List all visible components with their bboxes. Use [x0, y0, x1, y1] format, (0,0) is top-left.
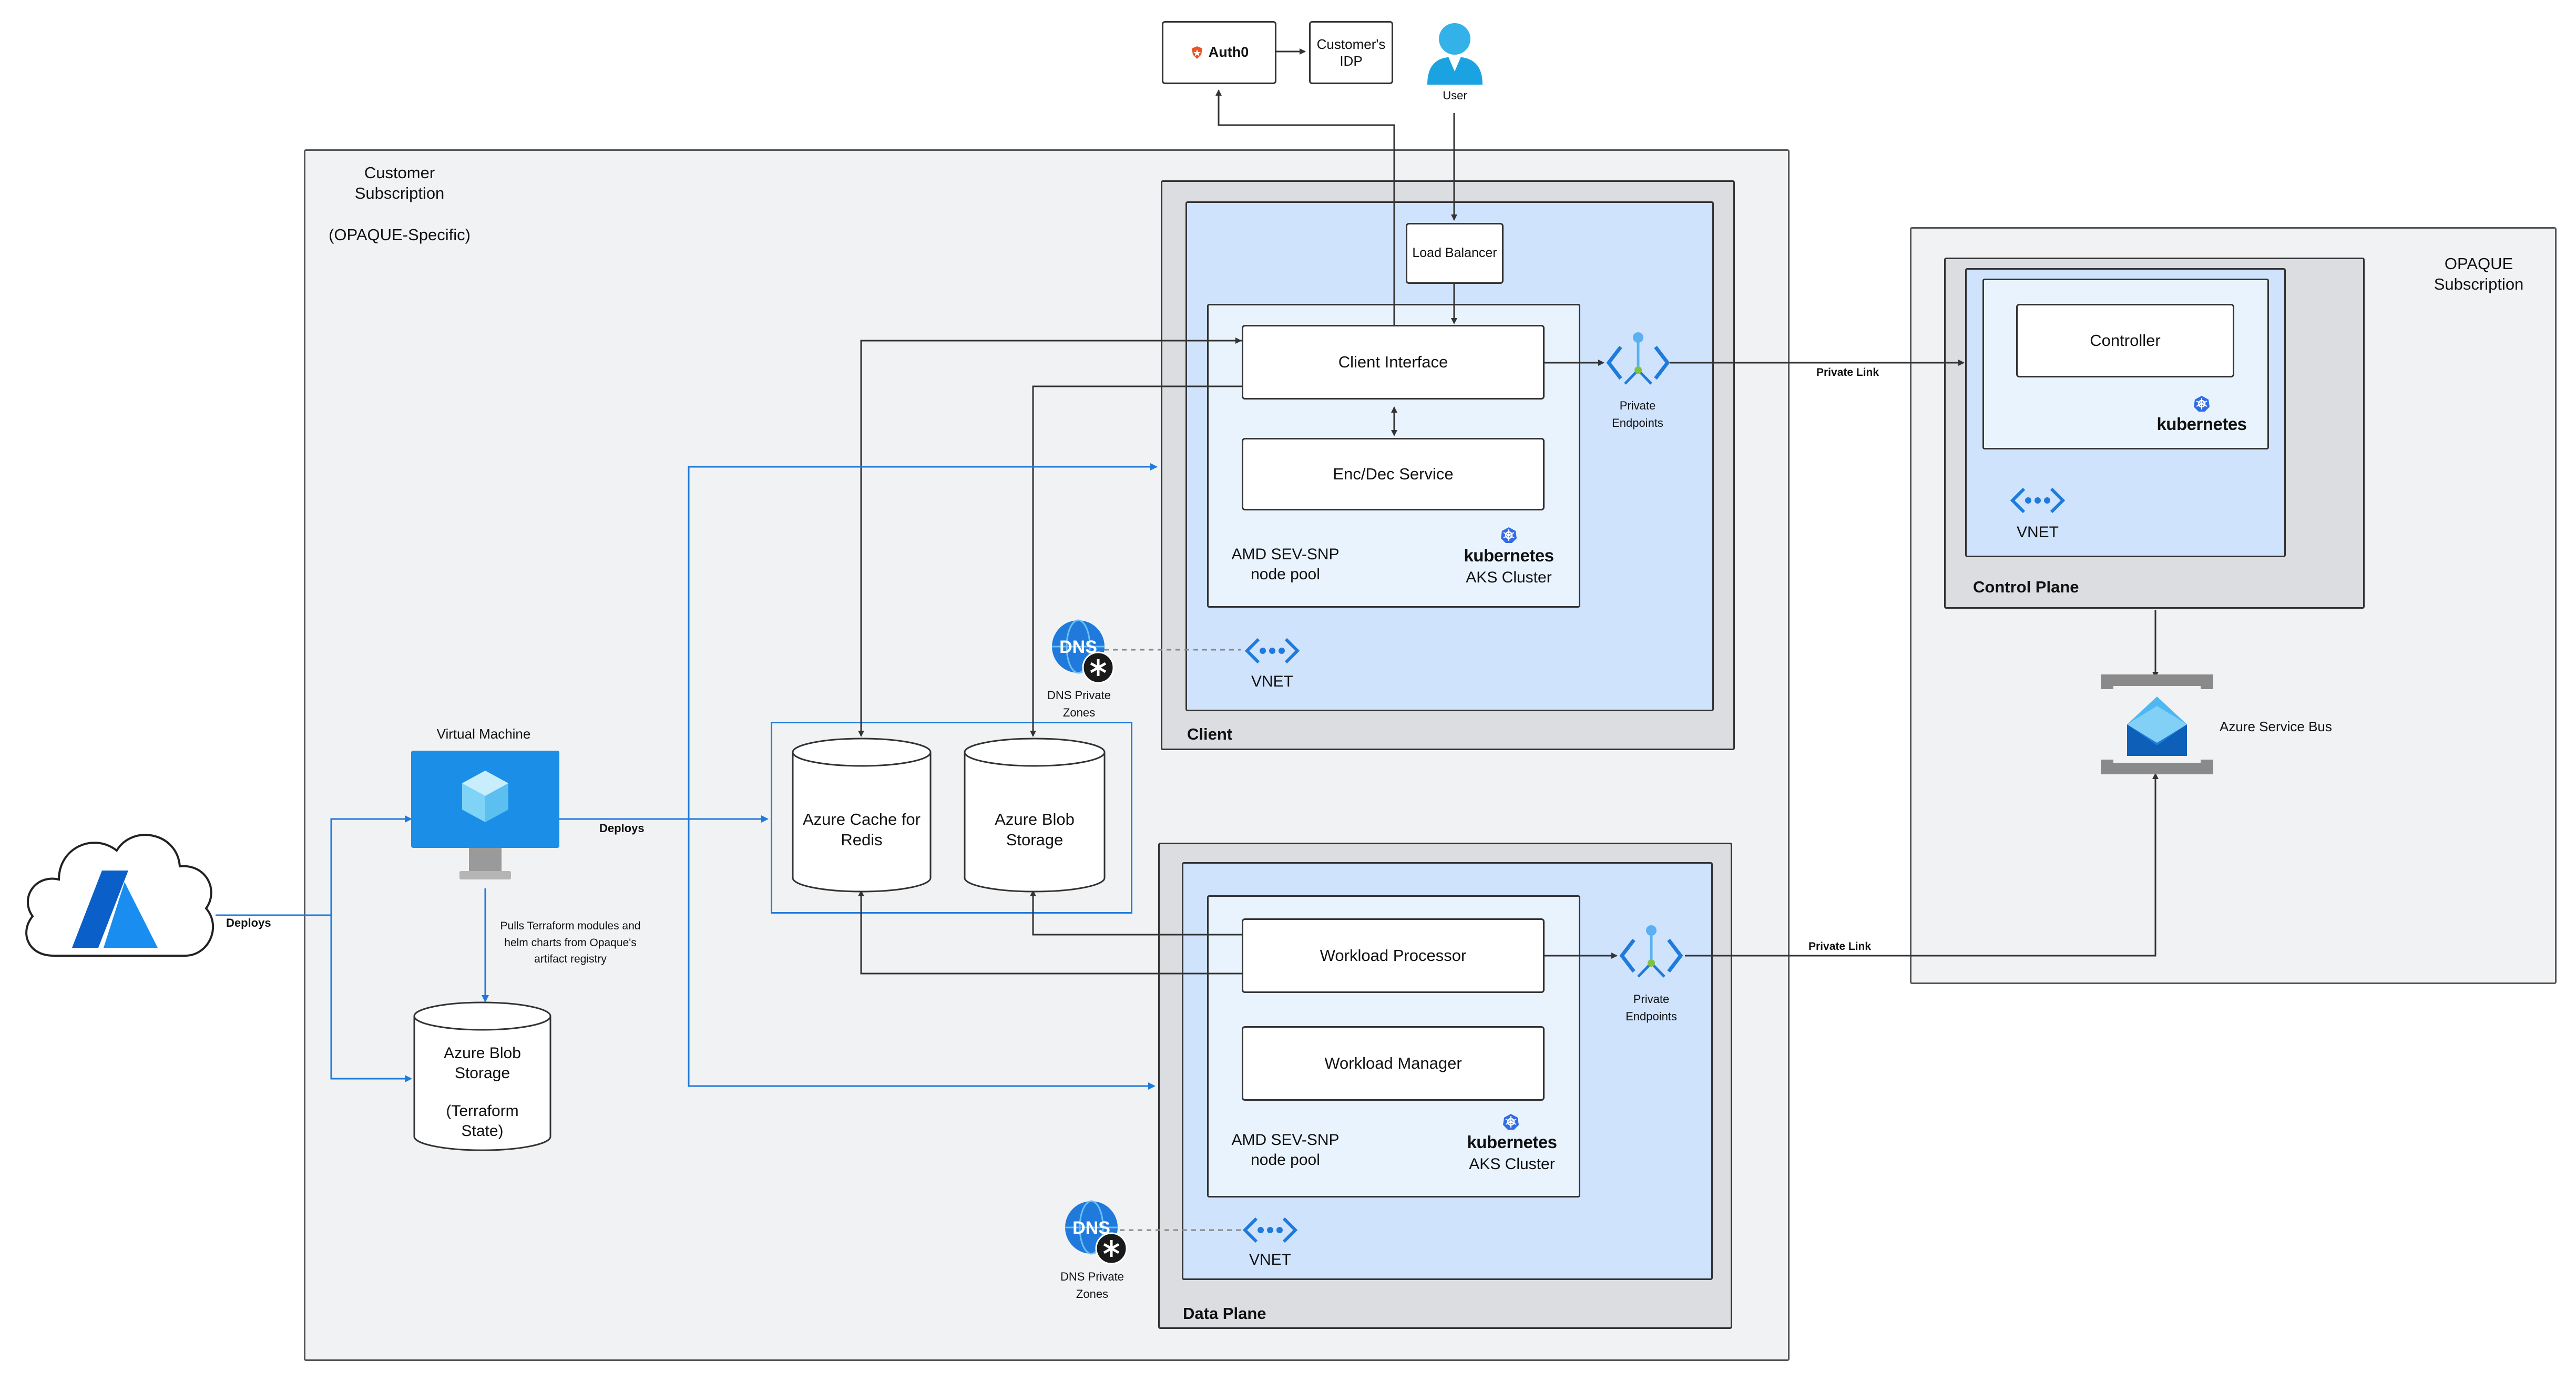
opaque-subscription-title: OPAQUE Subscription	[2434, 254, 2524, 293]
auth0-label: Auth0	[1208, 44, 1249, 60]
auth0-icon	[1190, 45, 1204, 60]
client-vnet-label: VNET	[1251, 673, 1293, 690]
deploys-vm-label: Deploys	[599, 822, 645, 835]
private-link-label-2: Private Link	[1808, 940, 1872, 953]
vnet-icon	[1244, 636, 1301, 666]
edge-private-link-2	[1685, 773, 2159, 957]
virtual-machine-icon[interactable]	[411, 751, 559, 885]
customer-subscription-title: Customer Subscription	[354, 163, 445, 202]
client-node-pool-label: AMD SEV-SNP node pool	[1231, 546, 1340, 583]
workload-processor-box[interactable]: Workload Processor	[1242, 918, 1545, 993]
edge-blob-client	[1030, 385, 1242, 737]
edge-vm-dataplane	[688, 819, 1156, 1090]
kubernetes-icon	[1502, 1113, 1519, 1130]
controller-box[interactable]: Controller	[2016, 304, 2234, 377]
vnet-icon	[1242, 1215, 1299, 1245]
dp-aks-cluster-label: AKS Cluster	[1469, 1155, 1555, 1173]
client-kubernetes-label: kubernetes	[1464, 546, 1554, 565]
client-aks-cluster-label: AKS Cluster	[1466, 569, 1552, 586]
terraform-state-label: (Terraform State)	[446, 1102, 519, 1140]
client-dns-label: DNS Private Zones	[1047, 689, 1111, 719]
dns-icon: DNS	[1062, 1200, 1128, 1266]
user-icon	[1425, 19, 1485, 85]
edge-client-auth0	[1215, 89, 1395, 325]
customer-subscription-subtitle: (OPAQUE-Specific)	[329, 226, 471, 244]
controller-kubernetes-label: kubernetes	[2156, 414, 2247, 434]
edge-deploys-tf	[330, 915, 412, 1082]
load-balancer-box[interactable]: Load Balancer	[1406, 223, 1504, 284]
workload-manager-label: Workload Manager	[1324, 1053, 1462, 1072]
vnet-icon	[2009, 486, 2066, 515]
private-endpoint-icon	[1606, 331, 1670, 393]
enc-dec-service-label: Enc/Dec Service	[1333, 464, 1454, 483]
pulls-note: Pulls Terraform modules and helm charts …	[500, 920, 641, 965]
virtual-machine-label: Virtual Machine	[436, 726, 531, 742]
controller-label: Controller	[2090, 331, 2161, 350]
service-bus-label: Azure Service Bus	[2220, 719, 2332, 734]
user-label: User	[1443, 89, 1467, 102]
edge-wp-redis	[858, 890, 1242, 975]
dp-node-pool-label: AMD SEV-SNP node pool	[1231, 1131, 1340, 1169]
dp-kubernetes-label: kubernetes	[1467, 1132, 1557, 1152]
customer-idp-label: Customer's IDP	[1316, 36, 1386, 69]
control-plane-label: Control Plane	[1973, 578, 2079, 596]
edge-deploys-vm	[330, 815, 412, 915]
dp-private-endpoints-label: Private Endpoints	[1626, 992, 1677, 1023]
private-endpoint-icon	[1619, 924, 1683, 986]
client-interface-box[interactable]: Client Interface	[1242, 325, 1545, 400]
enc-dec-service-box[interactable]: Enc/Dec Service	[1242, 438, 1545, 510]
edge-vm-client	[688, 463, 1158, 819]
customer-idp-box[interactable]: Customer's IDP	[1309, 21, 1393, 84]
client-interface-label: Client Interface	[1338, 352, 1448, 371]
dp-dns-label: DNS Private Zones	[1060, 1270, 1125, 1301]
data-plane-label: Data Plane	[1183, 1304, 1266, 1323]
deploys-azure-label: Deploys	[226, 916, 271, 929]
redis-label: Azure Cache for Redis	[803, 810, 921, 849]
blob-label: Azure Blob Storage	[995, 810, 1075, 849]
azure-cloud-icon	[17, 814, 219, 971]
kubernetes-icon	[2193, 395, 2210, 412]
terraform-blob-label: Azure Blob Storage	[444, 1045, 521, 1082]
client-private-endpoints-label: Private Endpoints	[1612, 399, 1663, 429]
load-balancer-label: Load Balancer	[1412, 245, 1497, 261]
redis-cylinder[interactable]	[791, 738, 932, 893]
kubernetes-icon	[1500, 527, 1517, 544]
workload-manager-box[interactable]: Workload Manager	[1242, 1026, 1545, 1101]
client-label: Client	[1187, 725, 1233, 743]
terraform-blob-cylinder[interactable]	[413, 1001, 552, 1151]
private-link-label-1: Private Link	[1816, 366, 1879, 378]
dns-icon: DNS	[1049, 619, 1115, 685]
auth0-box[interactable]: Auth0	[1162, 21, 1276, 84]
edge-wp-blob	[1030, 890, 1242, 936]
dp-vnet-label: VNET	[1249, 1251, 1291, 1268]
service-bus-icon[interactable]	[2101, 674, 2213, 774]
control-plane-vnet-label: VNET	[2016, 524, 2059, 541]
blob-cylinder[interactable]	[963, 738, 1106, 893]
workload-processor-label: Workload Processor	[1320, 946, 1467, 965]
